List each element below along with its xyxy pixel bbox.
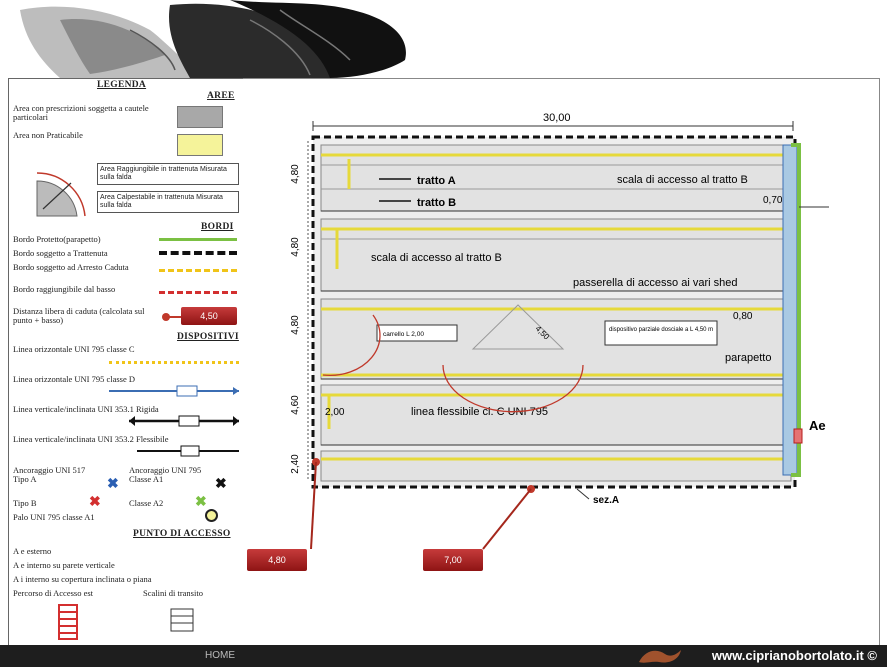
border-protected-label: Bordo Protetto(parapetto) bbox=[13, 234, 101, 244]
footer-bar: HOME www.ciprianobortolato.it © bbox=[0, 645, 887, 667]
pole-icon bbox=[205, 509, 218, 522]
row5-dimension: 2,40 bbox=[290, 454, 301, 474]
header-banner bbox=[0, 0, 887, 78]
parapet-label: parapetto bbox=[725, 352, 771, 364]
inner-dimension-2: 2,00 bbox=[325, 407, 345, 418]
fall-distance-badge: 4,50 bbox=[181, 307, 237, 325]
walkway-label: passerella di accesso ai vari shed bbox=[573, 277, 737, 289]
access-wall-label: A e interno su parete verticale bbox=[13, 560, 115, 570]
device-line-d-graphic bbox=[109, 385, 239, 397]
border-reachable-line bbox=[159, 291, 237, 294]
device-flexible-graphic bbox=[137, 445, 239, 457]
area-nonpracticable-swatch bbox=[177, 134, 223, 156]
ladder-to-b-label-2: scala di accesso al tratto B bbox=[371, 252, 502, 264]
width-dimension: 30,00 bbox=[543, 112, 571, 124]
anchor-a2-icon: ✖ bbox=[195, 493, 207, 509]
zone-reachable-label: Area Raggiungibile in trattenuta Misurat… bbox=[97, 163, 239, 185]
anchor-a1-icon: ✖ bbox=[215, 475, 227, 491]
border-restraint-line bbox=[159, 251, 237, 255]
anchor-type-b-label: Tipo B bbox=[13, 498, 37, 508]
plan-view: 30,00 4,80 4,80 4,80 4,60 2,40 bbox=[243, 78, 880, 646]
anchor-b-icon: ✖ bbox=[89, 493, 101, 509]
anchor-a-icon: ✖ bbox=[107, 475, 119, 491]
legend-panel: LEGENDA AREE Area con prescrizioni sogge… bbox=[8, 78, 244, 646]
row1-dimension: 4,80 bbox=[290, 164, 301, 184]
anchor-class-a2-label: Classe A2 bbox=[129, 498, 164, 508]
roof-plan-diagram: 30,00 4,80 4,80 4,80 4,60 2,40 bbox=[290, 112, 829, 550]
ladder-to-b-label-1: scala di accesso al tratto B bbox=[617, 174, 748, 186]
anchor-class-a1-label: Ancoraggio UNI 795 Classe A1 bbox=[129, 465, 202, 484]
device-rigid-label: Linea verticale/inclinata UNI 353.1 Rigi… bbox=[13, 404, 159, 414]
access-heading: PUNTO DI ACCESSO bbox=[133, 529, 231, 539]
device-rigid-graphic bbox=[129, 415, 239, 427]
anchor-type-a-label: Ancoraggio UNI 517 Tipo A bbox=[13, 465, 86, 484]
reach-arc-1 bbox=[442, 364, 584, 413]
steps-icon bbox=[170, 608, 194, 632]
row2-dimension: 4,80 bbox=[290, 237, 301, 257]
device-line-c-label: Linea orizzontale UNI 795 classe C bbox=[13, 344, 135, 354]
section-label: sez.A bbox=[593, 495, 619, 506]
tratto-b-label: tratto B bbox=[417, 197, 456, 209]
border-reachable-label: Bordo raggiungibile dal basso bbox=[13, 284, 116, 294]
border-restraint-label: Bordo soggetto a Trattenuta bbox=[13, 248, 108, 258]
row3-dimension: 4,80 bbox=[290, 315, 301, 335]
tratto-a-label: tratto A bbox=[417, 175, 456, 187]
dispositivi-heading: DISPOSITIVI bbox=[177, 332, 239, 342]
fall-distance-button-2[interactable]: 7,00 bbox=[423, 549, 483, 571]
fall-distance-connector bbox=[169, 316, 181, 318]
roof-reach-icon bbox=[36, 172, 86, 217]
bordi-heading: BORDI bbox=[201, 222, 234, 232]
home-link[interactable]: HOME bbox=[205, 650, 235, 661]
flexible-line-label: linea flessibile cl. C UNI 795 bbox=[411, 406, 548, 418]
fall-distance-dot bbox=[162, 313, 170, 321]
shed-row-2 bbox=[320, 218, 792, 292]
side-dimension: 0,70 bbox=[763, 195, 783, 206]
access-path-label: Percorso di Accesso est bbox=[13, 588, 94, 598]
aree-heading: AREE bbox=[207, 91, 235, 101]
reach-arc-2 bbox=[322, 314, 381, 377]
area-prescription-swatch bbox=[177, 106, 223, 128]
area-nonpracticable-label: Area non Praticabile bbox=[13, 130, 83, 140]
border-arrest-label: Bordo soggetto ad Arresto Caduta bbox=[13, 262, 129, 272]
fall-distance-label: Distanza libera di caduta (calcolata sul… bbox=[13, 306, 145, 325]
carrello-label: carrello L 2,00 bbox=[383, 331, 424, 338]
access-external-label: A e esterno bbox=[13, 546, 52, 556]
pole-label: Palo UNI 795 classe A1 bbox=[13, 512, 95, 522]
access-point-label: Ae bbox=[809, 418, 826, 433]
device-callout bbox=[604, 320, 718, 346]
device-line-c-graphic bbox=[109, 361, 239, 364]
carrello-callout bbox=[376, 324, 458, 342]
border-arrest-line bbox=[159, 269, 237, 272]
border-protected-line bbox=[159, 238, 237, 241]
row4-dimension: 4,60 bbox=[290, 395, 301, 415]
walkway bbox=[782, 144, 798, 476]
area-prescription-label: Area con prescrizioni soggetta a cautele… bbox=[13, 103, 149, 122]
access-roof-label: A i interno su copertura inclinata o pia… bbox=[13, 574, 152, 584]
legend-title: LEGENDA bbox=[97, 80, 147, 90]
transit-steps-label: Scalini di transito bbox=[143, 588, 203, 598]
device-line-d-label: Linea orizzontale UNI 795 classe D bbox=[13, 374, 136, 384]
zone-walkable-label: Area Calpestabile in trattenuta Misurata… bbox=[97, 191, 239, 213]
shed-row-5 bbox=[320, 450, 792, 482]
site-url[interactable]: www.ciprianobortolato.it © bbox=[711, 648, 877, 663]
parapet-edge bbox=[791, 143, 801, 477]
ladder-icon bbox=[58, 604, 78, 640]
device-label: dispositivo parziale dosciale a L 4,50 m bbox=[609, 327, 713, 333]
inner-dimension-1: 0,80 bbox=[733, 311, 753, 322]
access-point-marker bbox=[793, 428, 803, 444]
logo-icon bbox=[639, 650, 681, 663]
fall-distance-button-1[interactable]: 4,80 bbox=[247, 549, 307, 571]
device-flexible-label: Linea verticale/inclinata UNI 353.2 Fles… bbox=[13, 434, 169, 444]
foliage-graphic bbox=[20, 0, 406, 78]
